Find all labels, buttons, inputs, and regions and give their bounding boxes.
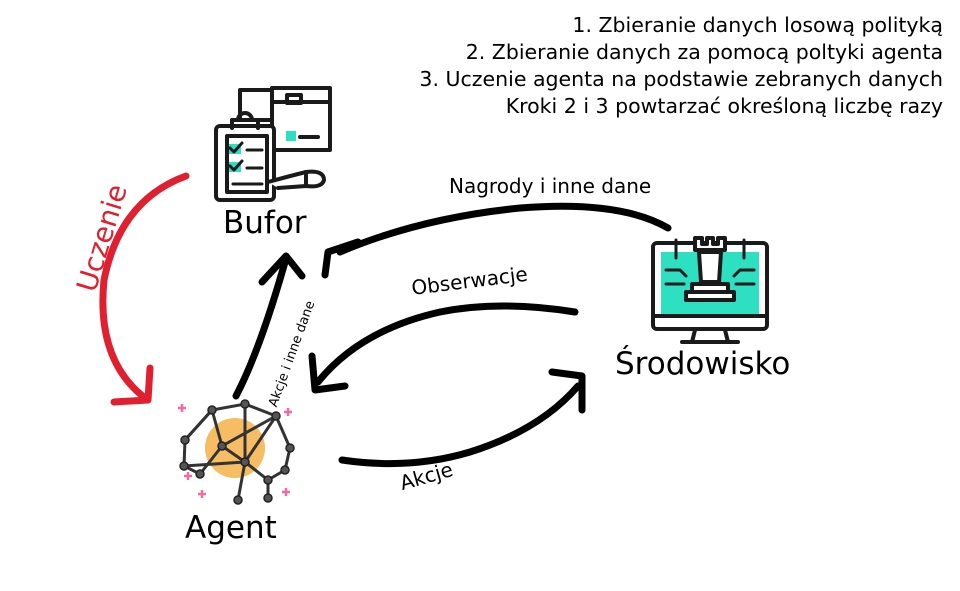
step-3: 3. Uczenie agenta na podstawie zebranych…	[419, 67, 943, 91]
instructions-list: 1. Zbieranie danych losową polityką 2. Z…	[419, 12, 943, 120]
environment-label: Środowisko	[615, 346, 791, 382]
arrow-rewards	[336, 202, 672, 256]
rewards-label: Nagrody i inne dane	[449, 174, 652, 198]
arrow-actions	[338, 382, 582, 468]
buffer-label: Bufor	[223, 205, 307, 241]
brain-network-icon	[178, 399, 295, 505]
arrow-observations	[314, 302, 579, 386]
step-1: 1. Zbieranie danych losową polityką	[572, 13, 943, 37]
arrow-learning	[99, 172, 190, 406]
step-2: 2. Zbieranie danych za pomocą poltyki ag…	[465, 40, 943, 64]
monitor-chess-rook-icon	[651, 236, 769, 344]
step-repeat-note: Kroki 2 i 3 powtarzać określoną liczbę r…	[505, 94, 943, 118]
arrowhead-rewards	[321, 238, 362, 279]
agent-label: Agent	[185, 510, 277, 546]
arrowhead-actions-other	[258, 252, 306, 286]
arrowhead-actions	[548, 368, 586, 414]
clipboard-checklist-boxes-icon	[214, 86, 332, 202]
arrowhead-observations	[308, 352, 349, 394]
arrow-actions-other	[232, 258, 289, 400]
